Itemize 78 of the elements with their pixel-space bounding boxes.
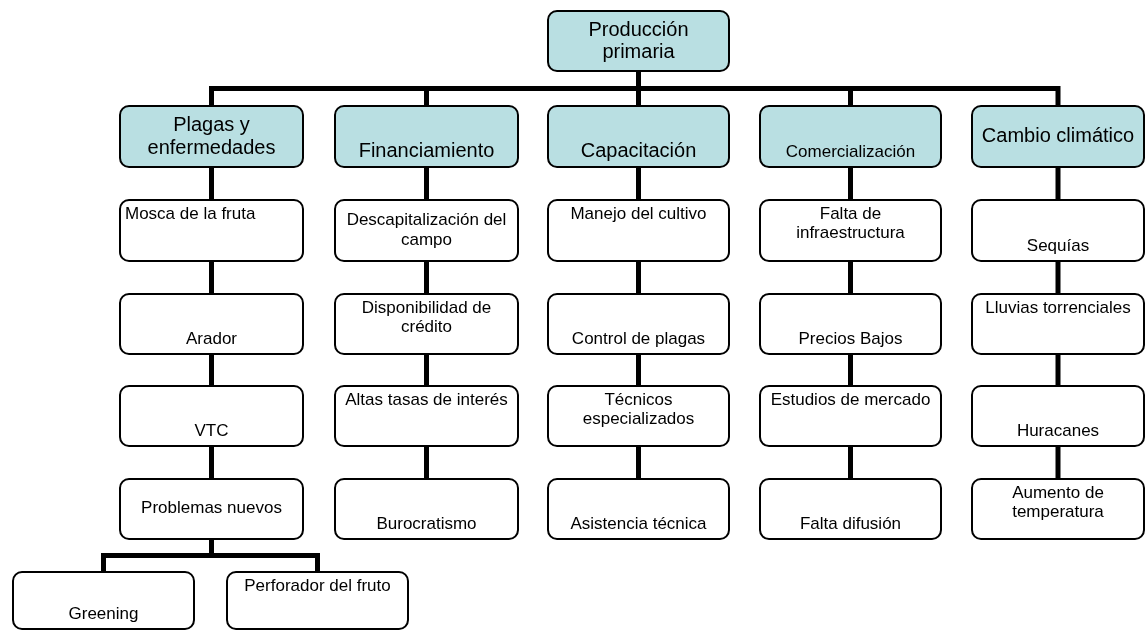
- box-label: Huracanes: [1016, 420, 1100, 440]
- box-label: Altas tasas de interés: [345, 390, 508, 410]
- box-label: Greening: [68, 603, 139, 623]
- connector-line: [209, 540, 320, 571]
- box-label: Sequías: [1026, 235, 1090, 255]
- connector-line: [636, 355, 641, 385]
- item-box: [759, 385, 942, 447]
- box-label: Lluvias torrenciales: [985, 298, 1131, 318]
- category-box: [971, 105, 1145, 168]
- category-box: [759, 105, 942, 168]
- connector-line: [1055, 447, 1061, 478]
- connector-line: [209, 447, 214, 478]
- item-box: [759, 293, 942, 355]
- item-box: [759, 478, 942, 540]
- item-box: [334, 199, 519, 262]
- connector-line: [424, 168, 429, 199]
- connector-line: [848, 355, 853, 385]
- box-label: Disponibilidad de crédito: [360, 298, 493, 337]
- box-label: Manejo del cultivo: [570, 204, 707, 224]
- item-box: [547, 478, 730, 540]
- connector-line: [848, 447, 853, 478]
- item-box: [971, 199, 1145, 262]
- box-label: Estudios de mercado: [770, 390, 931, 410]
- connector-line: [1055, 168, 1061, 199]
- category-box: [119, 105, 304, 168]
- item-box: [119, 293, 304, 355]
- connector-line: [636, 168, 641, 199]
- item-box: [971, 478, 1145, 540]
- connector-line: [636, 262, 641, 293]
- box-label: Plagas y enfermedades: [146, 113, 277, 158]
- box-label: Cambio climático: [981, 124, 1135, 147]
- item-box: [334, 478, 519, 540]
- box-label: Falta de infraestructura: [795, 204, 906, 243]
- item-box: [119, 385, 304, 447]
- item-box: [971, 293, 1145, 355]
- connector-line: [1055, 355, 1061, 385]
- connector-line: [848, 168, 853, 199]
- connector-line: [424, 447, 429, 478]
- connector-line: [209, 262, 214, 293]
- item-box: [119, 199, 304, 262]
- connector-line: [424, 355, 429, 385]
- box-label: Falta difusión: [799, 513, 902, 533]
- box-label: Perforador del fruto: [244, 576, 391, 596]
- item-box: [759, 199, 942, 262]
- item-box: [334, 293, 519, 355]
- box-label: Burocratismo: [376, 513, 477, 533]
- connector-line: [1055, 262, 1061, 293]
- item-box: [971, 385, 1145, 447]
- box-label: Precios Bajos: [798, 328, 903, 348]
- box-label: Descapitalización del campo: [345, 210, 508, 249]
- connector-line: [209, 355, 214, 385]
- box-label: Arador: [186, 328, 237, 348]
- category-box: [334, 105, 519, 168]
- item-box: [119, 478, 304, 540]
- box-label: VTC: [194, 420, 229, 440]
- box-label: Técnicos especializados: [581, 390, 696, 429]
- item-box: [547, 385, 730, 447]
- box-label: Asistencia técnica: [570, 513, 707, 533]
- connector-line: [848, 262, 853, 293]
- box-label: Problemas nuevos: [141, 498, 282, 518]
- box-label: Comercialización: [785, 141, 916, 161]
- connector-line: [424, 262, 429, 293]
- item-box: [547, 293, 730, 355]
- connector-line: [636, 447, 641, 478]
- box-label: Control de plagas: [571, 328, 706, 348]
- item-box: [226, 571, 409, 630]
- category-box: [547, 105, 730, 168]
- connector-line: [209, 168, 214, 199]
- item-box: [334, 385, 519, 447]
- item-box: [547, 199, 730, 262]
- connector-line: [636, 72, 1061, 105]
- box-label: Capacitación: [580, 138, 697, 161]
- box-label: Financiamiento: [358, 138, 495, 161]
- box-label: Mosca de la fruta: [125, 204, 256, 224]
- item-box: [12, 571, 195, 630]
- box-label: Aumento de temperatura: [1011, 483, 1105, 522]
- category-box: [547, 10, 730, 72]
- box-label: Producción primaria: [587, 17, 690, 63]
